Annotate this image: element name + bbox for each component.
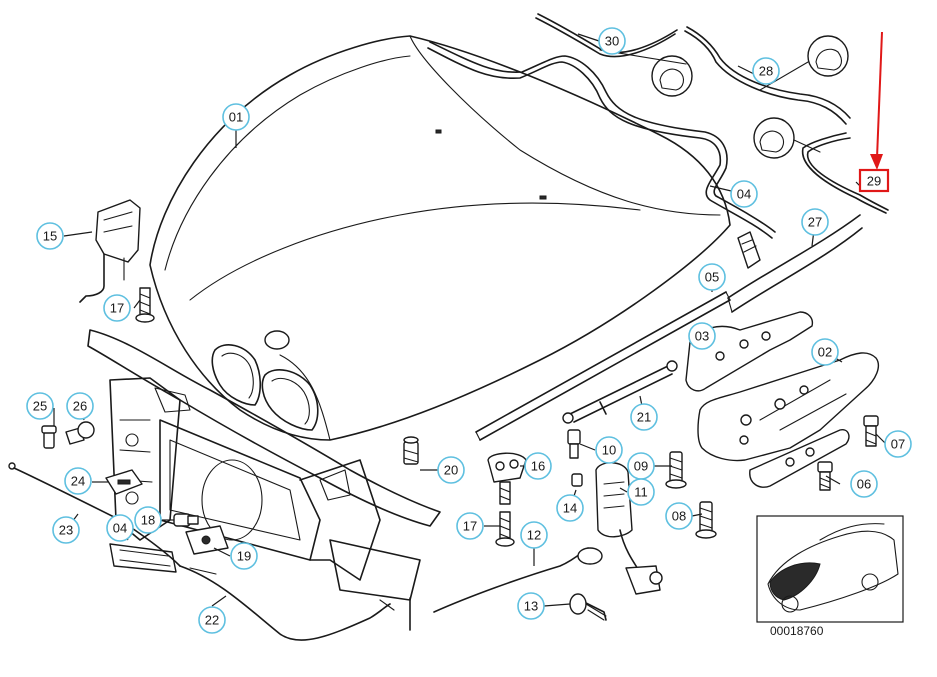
callout-19[interactable]: 19: [230, 542, 258, 570]
callout-01-label: 01: [229, 110, 243, 125]
callouts: 01 02 03 04 04 05 06 07 08 09 10 11 12 1…: [26, 27, 912, 634]
callout-21-label: 21: [637, 410, 651, 425]
callout-17-bottom[interactable]: 17: [456, 512, 484, 540]
callout-19-label: 19: [237, 549, 251, 564]
callout-16[interactable]: 16: [524, 452, 552, 480]
callout-03[interactable]: 03: [688, 322, 716, 350]
hinge-bracket: [685, 311, 814, 392]
callout-11[interactable]: 11: [627, 478, 655, 506]
diagram-id-label: 00018760: [770, 624, 824, 638]
callout-04-seal[interactable]: 04: [730, 180, 758, 208]
callout-08[interactable]: 08: [665, 502, 693, 530]
callout-05-label: 05: [705, 270, 719, 285]
callout-18[interactable]: 18: [134, 506, 162, 534]
callout-25[interactable]: 25: [26, 392, 54, 420]
callout-29-label: 29: [867, 174, 881, 189]
callout-17-bottom-label: 17: [463, 519, 477, 534]
callout-02-label: 02: [818, 345, 832, 360]
seal-strip-part: [727, 214, 863, 313]
callout-17-top[interactable]: 17: [103, 294, 131, 322]
hood-seal-parts: [427, 13, 889, 239]
hood-part: [149, 35, 731, 441]
callout-16-label: 16: [531, 459, 545, 474]
callout-10[interactable]: 10: [595, 436, 623, 464]
callout-21[interactable]: 21: [630, 403, 658, 431]
callout-07-label: 07: [891, 437, 905, 452]
screws-25-26: [41, 421, 95, 449]
hood-lock: [79, 199, 141, 303]
inset-car-illustration: 00018760: [756, 515, 904, 638]
callout-28[interactable]: 28: [752, 57, 780, 85]
callout-22[interactable]: 22: [198, 606, 226, 634]
callout-04-handle[interactable]: 04: [106, 514, 134, 542]
callout-22-label: 22: [205, 613, 219, 628]
callout-02[interactable]: 02: [811, 338, 839, 366]
callout-13[interactable]: 13: [517, 592, 545, 620]
callout-04-handle-label: 04: [113, 521, 127, 536]
callout-09[interactable]: 09: [627, 452, 655, 480]
front-seal-strip: [475, 291, 731, 441]
callout-07[interactable]: 07: [884, 430, 912, 458]
callout-06-label: 06: [857, 477, 871, 492]
callout-15[interactable]: 15: [36, 222, 64, 250]
callout-13-label: 13: [524, 599, 538, 614]
callout-15-label: 15: [43, 229, 57, 244]
hood-hinge: [697, 352, 880, 488]
callout-29-highlighted[interactable]: 29: [858, 168, 890, 193]
gas-strut: [562, 360, 678, 424]
callout-27[interactable]: 27: [801, 208, 829, 236]
callout-26-label: 26: [73, 399, 87, 414]
callout-08-label: 08: [672, 509, 686, 524]
callout-09-label: 09: [634, 459, 648, 474]
callout-18-label: 18: [141, 513, 155, 528]
callout-26[interactable]: 26: [66, 392, 94, 420]
callout-14-label: 14: [563, 501, 577, 516]
callout-06[interactable]: 06: [850, 470, 878, 498]
callout-04-seal-label: 04: [737, 187, 751, 202]
callout-30[interactable]: 30: [598, 27, 626, 55]
callout-27-label: 27: [808, 215, 822, 230]
front-frame: [87, 329, 441, 601]
callout-20-label: 20: [444, 463, 458, 478]
callout-20[interactable]: 20: [437, 456, 465, 484]
callout-25-label: 25: [33, 399, 47, 414]
highlight-arrow: [870, 31, 883, 170]
callout-17-top-label: 17: [110, 301, 124, 316]
hinge-bolts: [665, 415, 879, 539]
callout-23[interactable]: 23: [52, 516, 80, 544]
callout-24-label: 24: [71, 474, 85, 489]
callout-03-label: 03: [695, 329, 709, 344]
callout-28-label: 28: [759, 64, 773, 79]
callout-14[interactable]: 14: [556, 494, 584, 522]
callout-12[interactable]: 12: [520, 521, 548, 549]
callout-23-label: 23: [59, 523, 73, 538]
callout-24[interactable]: 24: [64, 467, 92, 495]
callout-12-label: 12: [527, 528, 541, 543]
callout-05[interactable]: 05: [698, 263, 726, 291]
callout-11-label: 11: [634, 485, 648, 500]
bolt-17: [135, 287, 515, 547]
callout-01[interactable]: 01: [222, 103, 250, 131]
callout-30-label: 30: [605, 34, 619, 49]
lock-release-parts: [105, 469, 229, 573]
latch-assembly: [403, 429, 663, 621]
callout-10-label: 10: [602, 443, 616, 458]
